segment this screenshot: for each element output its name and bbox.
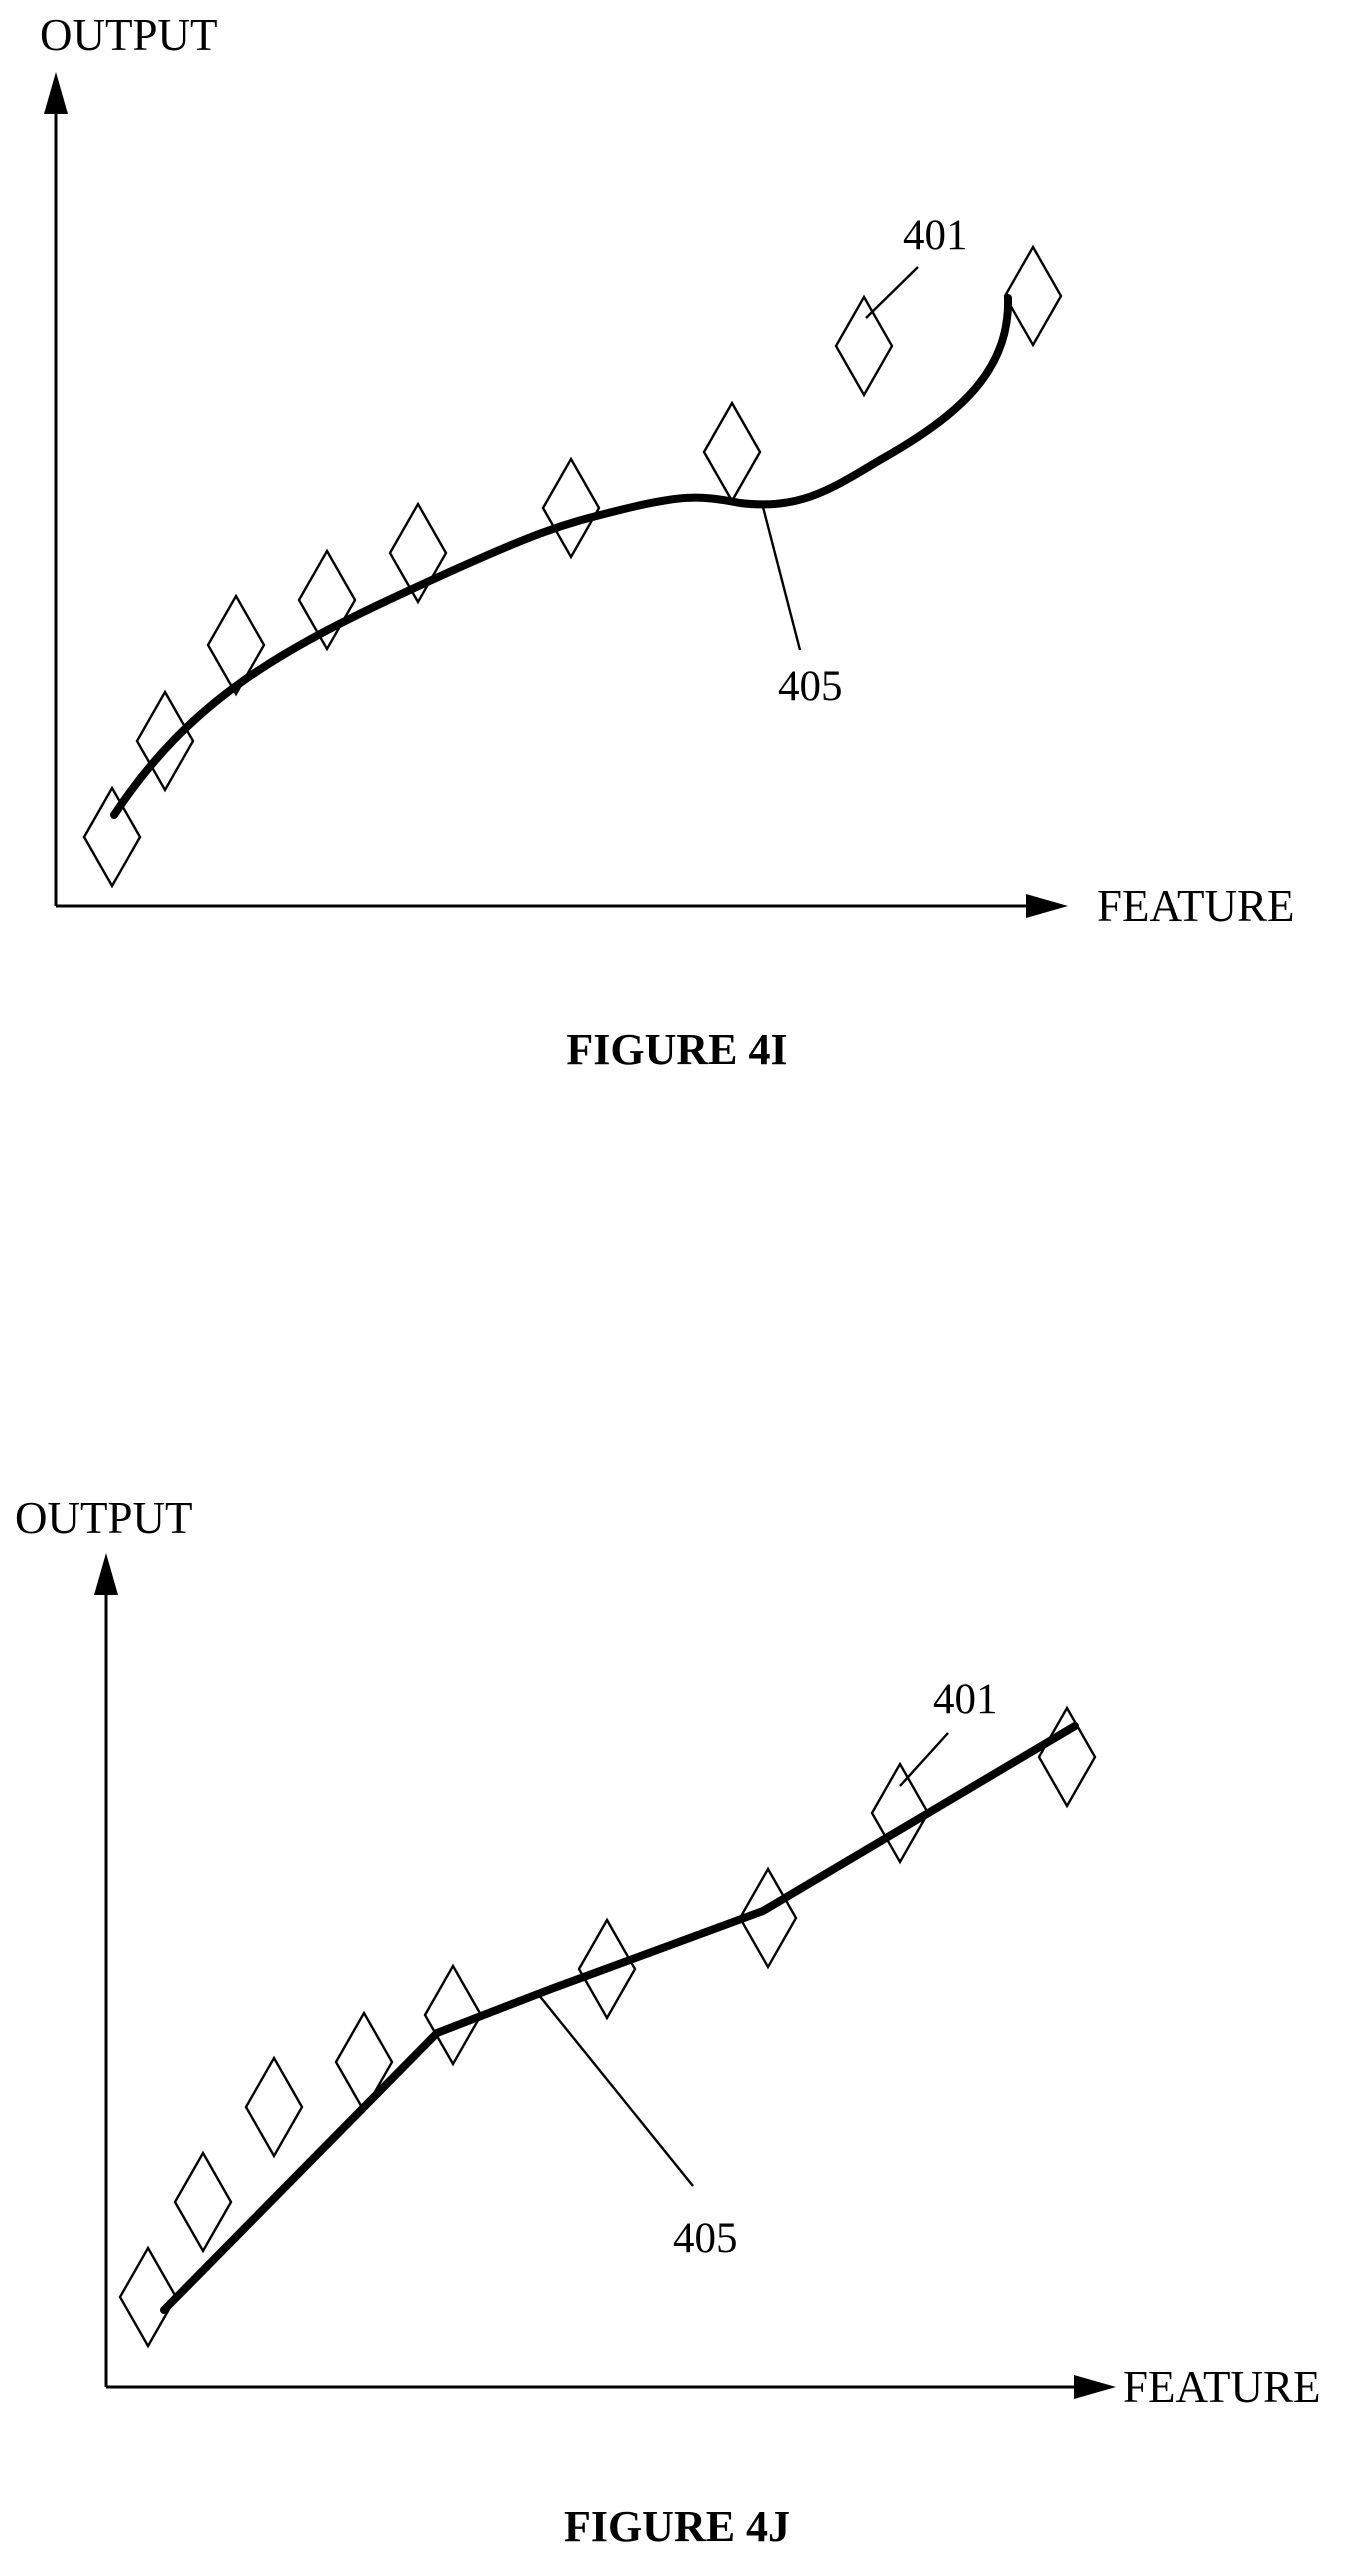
data-points-reference-label: 401 (903, 212, 968, 259)
data-point-marker (1039, 1708, 1095, 1806)
data-point-marker (246, 2058, 302, 2156)
data-point-marker (704, 403, 760, 501)
figure-4j: OUTPUT FEATURE 401 405 FIGURE 4J (15, 1493, 1321, 2551)
y-axis-label: OUTPUT (40, 10, 218, 60)
data-point-marker (120, 2248, 176, 2346)
data-point-marker (175, 2153, 231, 2251)
fitted-line-leader-line (538, 1994, 693, 2186)
data-point-marker (84, 788, 140, 886)
data-point-marker (336, 2013, 392, 2111)
x-axis-label: FEATURE (1097, 881, 1295, 931)
fitted-line-reference-label: 405 (673, 2215, 738, 2262)
data-points (84, 247, 1061, 886)
y-axis-label: OUTPUT (15, 1493, 193, 1543)
y-axis-arrowhead (44, 72, 68, 114)
data-points-leader-line (866, 267, 918, 318)
x-axis-arrowhead (1026, 894, 1068, 918)
y-axis-arrowhead (94, 1553, 118, 1595)
data-points-reference-label: 401 (933, 1676, 998, 1723)
data-point-marker (872, 1764, 928, 1862)
data-points-leader-line (900, 1733, 948, 1786)
fitted-curve-leader-line (763, 507, 800, 650)
data-point-marker (543, 459, 599, 557)
data-point-marker (208, 596, 264, 694)
x-axis-label: FEATURE (1123, 2362, 1321, 2412)
data-point-marker (1005, 247, 1061, 345)
figure-caption: FIGURE 4I (566, 1025, 787, 1074)
figure-4i: OUTPUT FEATURE 401 405 FIGURE 4I (40, 10, 1295, 1074)
figure-caption: FIGURE 4J (564, 2502, 790, 2551)
data-point-marker (836, 297, 892, 395)
x-axis-arrowhead (1074, 2375, 1116, 2399)
fitted-curve-reference-label: 405 (778, 663, 843, 710)
fitted-piecewise-line (164, 1726, 1075, 2310)
